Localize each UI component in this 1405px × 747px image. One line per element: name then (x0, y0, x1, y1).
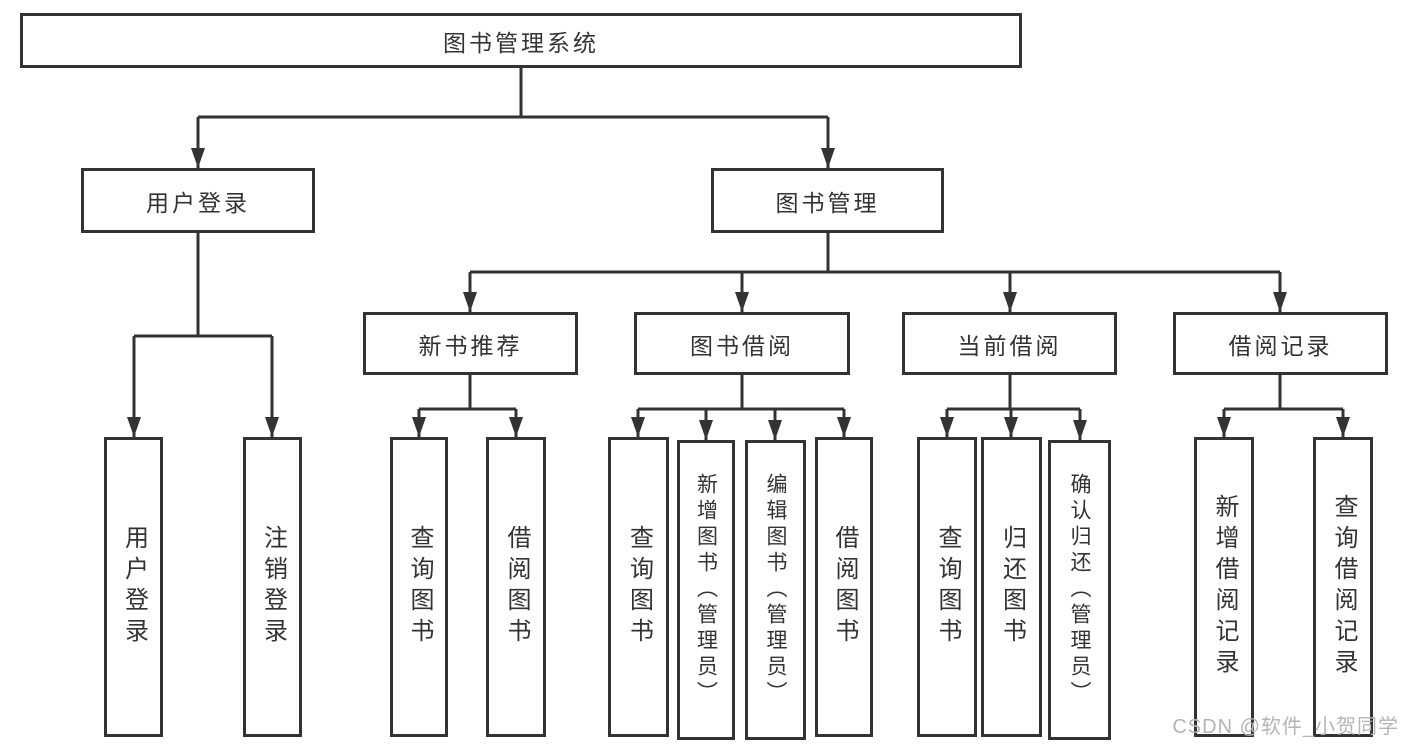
node-borrow-records: 借阅记录 (1173, 312, 1388, 375)
leaf-logout: 注销登录 (243, 437, 302, 737)
node-current-borrow: 当前借阅 (902, 312, 1117, 375)
leaf-return-book: 归还图书 (981, 437, 1042, 737)
leaf-user-login: 用户登录 (104, 437, 163, 737)
node-new-book-recommend: 新书推荐 (363, 312, 578, 375)
leaf-add-borrow-record: 新增借阅记录 (1194, 437, 1254, 737)
node-book-management: 图书管理 (711, 168, 944, 233)
leaf-borrow-books-recommend: 借阅图书 (486, 437, 546, 737)
node-root: 图书管理系统 (20, 13, 1022, 68)
leaf-query-books-recommend: 查询图书 (390, 437, 448, 737)
leaf-query-borrow-record: 查询借阅记录 (1313, 437, 1373, 737)
node-user-login: 用户登录 (81, 168, 315, 233)
node-book-borrow: 图书借阅 (634, 312, 850, 375)
leaf-query-books-current: 查询图书 (917, 437, 977, 737)
leaf-borrow-books-borrow: 借阅图书 (815, 437, 873, 737)
leaf-add-book-admin: 新增图书（管理员） (677, 440, 735, 740)
leaf-confirm-return-admin: 确认归还（管理员） (1048, 440, 1111, 740)
watermark: CSDN @软件_小贺同学 (1172, 716, 1399, 738)
leaf-query-books-borrow: 查询图书 (608, 437, 669, 737)
leaf-edit-book-admin: 编辑图书（管理员） (745, 440, 806, 740)
